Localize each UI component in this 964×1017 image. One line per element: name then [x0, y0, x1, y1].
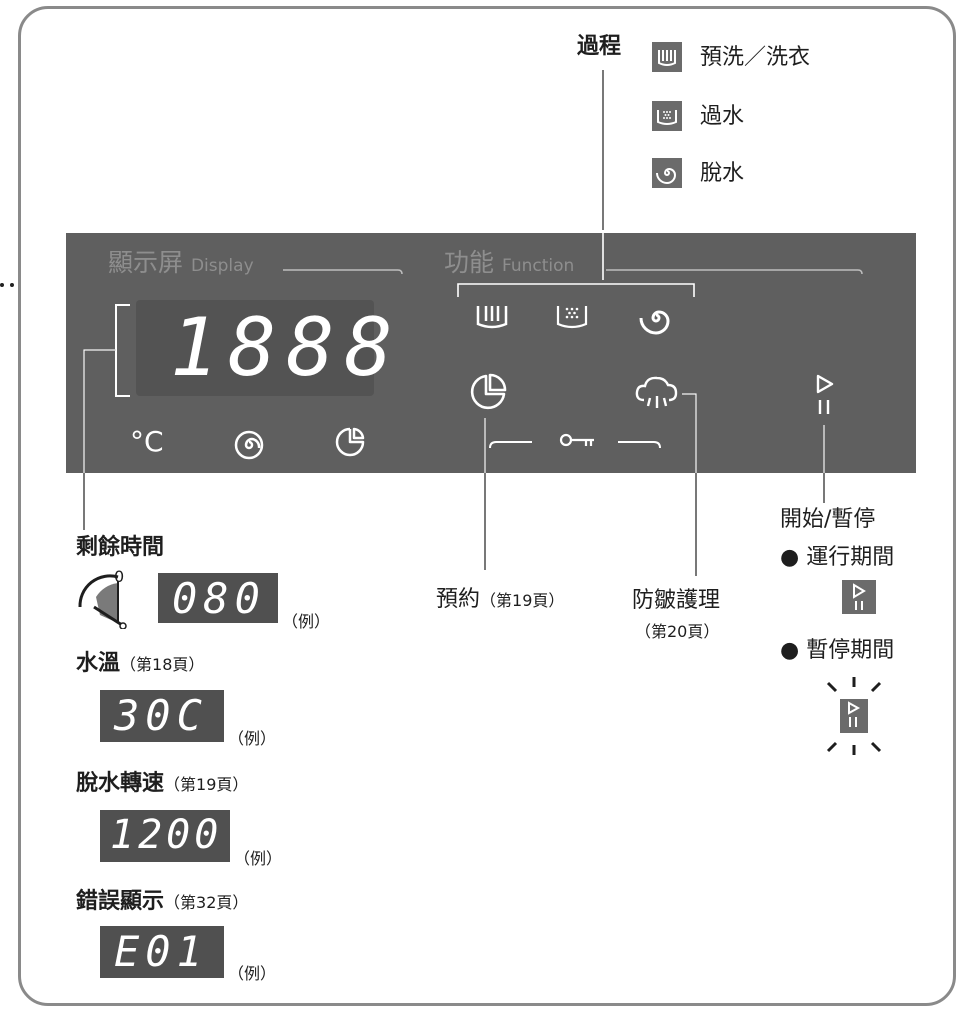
spin-speed-example-value: 1200 [110, 812, 223, 858]
function-label: 功能 [444, 248, 495, 277]
display-sub-label: Display [190, 256, 254, 276]
error-example-display: E01 [100, 926, 224, 978]
function-sub-label: Function [501, 256, 575, 276]
error-example-value: E01 [114, 927, 208, 976]
display-label: 顯示屏 [108, 248, 184, 277]
child-lock-key-icon [558, 428, 602, 456]
spin-speed-heading: 脫水轉速（第19頁） [76, 773, 248, 795]
remaining-time-title: 剩餘時間 [76, 535, 165, 560]
display-heading: 顯示屏 Display [108, 250, 254, 275]
delay-title: 預約 [436, 587, 481, 612]
anti-crease-title: 防皺護理 [632, 588, 721, 613]
water-temp-example-note: （例） [228, 729, 277, 748]
error-display-title: 錯誤顯示 [76, 889, 165, 914]
remaining-time-icon [333, 425, 367, 463]
water-temp-page: （第18頁） [120, 655, 205, 674]
running-label: ● 運行期間 [780, 545, 895, 570]
temperature-unit: °C [130, 425, 164, 458]
paused-blinking-play-pause-icon [822, 675, 886, 761]
rinse-button-icon[interactable] [552, 300, 592, 338]
spin-speed-example-note: （例） [234, 849, 283, 868]
delay-page: （第19頁） [480, 591, 565, 610]
remaining-time-example-display: 080 [158, 573, 278, 623]
remaining-time-example-value: 080 [172, 574, 266, 623]
spin-speed-title: 脫水轉速 [76, 771, 165, 796]
play-pause-button[interactable] [810, 372, 838, 422]
spin-label: 脫水 [700, 161, 745, 186]
water-temp-heading: 水溫（第18頁） [76, 653, 204, 675]
rinse-label: 過水 [700, 104, 745, 129]
remaining-time-example-note: （例） [282, 612, 331, 631]
spin-speed-page: （第19頁） [164, 775, 249, 794]
dial-zero-label: 0 [114, 567, 125, 586]
error-display-heading: 錯誤顯示（第32頁） [76, 891, 248, 913]
lcd-display: 1888 [136, 300, 393, 396]
delay-timer-button[interactable] [466, 370, 510, 418]
water-temp-title: 水溫 [76, 651, 121, 676]
water-temp-example-value: 30C [114, 691, 208, 740]
manual-frame [18, 6, 956, 1006]
wash-tub-icon [652, 42, 682, 72]
function-heading: 功能 Function [444, 250, 574, 275]
wash-label: 預洗／洗衣 [700, 45, 811, 70]
water-temp-example-display: 30C [100, 690, 224, 742]
dotted-leader [0, 283, 14, 287]
error-display-page: （第32頁） [164, 893, 249, 912]
rinse-icon [652, 101, 682, 131]
spin-speed-example-display: 1200 [100, 810, 230, 862]
wash-button-icon[interactable] [472, 300, 512, 338]
lcd-digits: 1888 [170, 301, 403, 394]
process-title: 過程 [577, 34, 622, 59]
remaining-time-dial-icon [74, 567, 134, 633]
start-pause-title: 開始/暫停 [780, 507, 876, 532]
error-example-note: （例） [228, 964, 277, 983]
delay-heading: 預約（第19頁） [436, 589, 564, 611]
anti-crease-button[interactable] [632, 374, 682, 418]
spin-icon [652, 158, 682, 188]
paused-label: ● 暫停期間 [780, 638, 895, 663]
running-play-pause-icon [842, 580, 876, 614]
spin-speed-icon [232, 428, 266, 466]
anti-crease-page: （第20頁） [635, 622, 720, 641]
spin-button-icon[interactable] [636, 298, 676, 342]
